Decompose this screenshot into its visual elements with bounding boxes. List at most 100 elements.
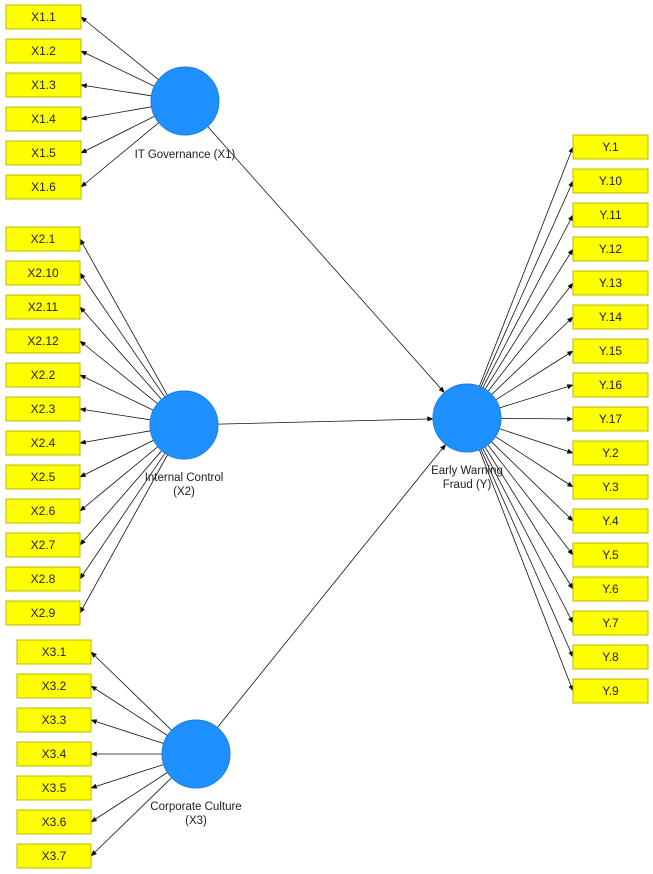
- indicator-X2-3[interactable]: X2.3: [5, 396, 81, 422]
- indicator-Y-9[interactable]: Y.9: [572, 678, 649, 704]
- indicator-box[interactable]: [572, 372, 649, 398]
- indicator-Y-14[interactable]: Y.14: [572, 304, 649, 330]
- loading-arrow: [79, 452, 166, 580]
- loading-arrow: [79, 407, 151, 421]
- latent-circle[interactable]: [150, 66, 220, 136]
- latent-circle[interactable]: [149, 390, 219, 460]
- indicator-box[interactable]: [5, 260, 81, 286]
- indicator-X2-6[interactable]: X2.6: [5, 498, 81, 524]
- indicator-box[interactable]: [5, 566, 81, 592]
- indicator-box[interactable]: [5, 362, 81, 388]
- indicator-Y-7[interactable]: Y.7: [572, 610, 649, 636]
- indicator-Y-2[interactable]: Y.2: [572, 440, 649, 466]
- indicator-box[interactable]: [5, 106, 82, 132]
- indicator-box[interactable]: [5, 38, 82, 64]
- indicator-X2-10[interactable]: X2.10: [5, 260, 81, 286]
- indicator-box[interactable]: [572, 236, 649, 262]
- indicator-box[interactable]: [572, 576, 649, 602]
- indicator-box[interactable]: [5, 464, 81, 490]
- indicator-X2-2[interactable]: X2.2: [5, 362, 81, 388]
- indicator-box[interactable]: [572, 270, 649, 296]
- indicator-box[interactable]: [5, 174, 82, 200]
- indicator-box[interactable]: [5, 532, 81, 558]
- indicator-box[interactable]: [572, 304, 649, 330]
- indicator-box[interactable]: [572, 134, 649, 160]
- indicator-Y-12[interactable]: Y.12: [572, 236, 649, 262]
- indicator-box[interactable]: [5, 328, 81, 354]
- indicator-X2-5[interactable]: X2.5: [5, 464, 81, 490]
- indicator-Y-16[interactable]: Y.16: [572, 372, 649, 398]
- indicator-box[interactable]: [572, 168, 649, 194]
- latent-circle[interactable]: [432, 383, 502, 453]
- indicator-box[interactable]: [16, 639, 92, 665]
- indicator-Y-8[interactable]: Y.8: [572, 644, 649, 670]
- indicator-box[interactable]: [5, 140, 82, 166]
- indicator-X3-4[interactable]: X3.4: [16, 741, 92, 767]
- indicator-Y-1[interactable]: Y.1: [572, 134, 649, 160]
- indicator-X3-3[interactable]: X3.3: [16, 707, 92, 733]
- loading-arrow: [79, 374, 154, 411]
- indicator-box[interactable]: [16, 843, 92, 869]
- indicator-X2-8[interactable]: X2.8: [5, 566, 81, 592]
- latent-variable-x1[interactable]: IT Governance (X1): [135, 66, 236, 161]
- indicator-X2-11[interactable]: X2.11: [5, 294, 81, 320]
- indicator-box[interactable]: [5, 430, 81, 456]
- indicator-Y-3[interactable]: Y.3: [572, 474, 649, 500]
- indicator-X1-5[interactable]: X1.5: [5, 140, 82, 166]
- indicator-label: X3.6: [42, 815, 67, 829]
- indicator-X1-2[interactable]: X1.2: [5, 38, 82, 64]
- indicator-X1-6[interactable]: X1.6: [5, 174, 82, 200]
- indicator-X3-1[interactable]: X3.1: [16, 639, 92, 665]
- indicator-box[interactable]: [572, 678, 649, 704]
- indicator-X3-2[interactable]: X3.2: [16, 673, 92, 699]
- indicator-box[interactable]: [16, 707, 92, 733]
- indicator-box[interactable]: [16, 673, 92, 699]
- latent-variable-x3[interactable]: Corporate Culture(X3): [150, 719, 242, 827]
- indicator-X3-7[interactable]: X3.7: [16, 843, 92, 869]
- indicator-label: X3.1: [42, 645, 67, 659]
- indicator-box[interactable]: [572, 644, 649, 670]
- indicator-X1-4[interactable]: X1.4: [5, 106, 82, 132]
- indicator-X2-1[interactable]: X2.1: [5, 226, 81, 252]
- indicator-X3-5[interactable]: X3.5: [16, 775, 92, 801]
- indicator-box[interactable]: [16, 809, 92, 835]
- indicator-box[interactable]: [16, 741, 92, 767]
- indicator-box[interactable]: [572, 508, 649, 534]
- indicator-Y-10[interactable]: Y.10: [572, 168, 649, 194]
- indicator-Y-4[interactable]: Y.4: [572, 508, 649, 534]
- indicator-box[interactable]: [572, 406, 649, 432]
- indicator-label: Y.17: [599, 412, 622, 426]
- indicator-X2-9[interactable]: X2.9: [5, 600, 81, 626]
- indicator-box[interactable]: [572, 542, 649, 568]
- indicator-box[interactable]: [5, 226, 81, 252]
- indicator-box[interactable]: [572, 202, 649, 228]
- indicator-Y-6[interactable]: Y.6: [572, 576, 649, 602]
- latent-circle[interactable]: [161, 719, 231, 789]
- indicator-box[interactable]: [5, 498, 81, 524]
- indicator-X1-3[interactable]: X1.3: [5, 72, 82, 98]
- indicator-Y-15[interactable]: Y.15: [572, 338, 649, 364]
- indicator-X2-7[interactable]: X2.7: [5, 532, 81, 558]
- indicator-X2-12[interactable]: X2.12: [5, 328, 81, 354]
- indicator-box[interactable]: [572, 610, 649, 636]
- indicator-Y-17[interactable]: Y.17: [572, 406, 649, 432]
- indicator-box[interactable]: [572, 338, 649, 364]
- indicator-Y-11[interactable]: Y.11: [572, 202, 649, 228]
- indicator-X2-4[interactable]: X2.4: [5, 430, 81, 456]
- indicator-X3-6[interactable]: X3.6: [16, 809, 92, 835]
- indicator-box[interactable]: [572, 474, 649, 500]
- indicator-box[interactable]: [5, 600, 81, 626]
- indicator-box[interactable]: [16, 775, 92, 801]
- indicator-box[interactable]: [5, 72, 82, 98]
- indicator-X1-1[interactable]: X1.1: [5, 4, 82, 30]
- indicator-box[interactable]: [572, 440, 649, 466]
- latent-variable-x2[interactable]: Internal Control(X2): [145, 390, 224, 498]
- indicator-Y-13[interactable]: Y.13: [572, 270, 649, 296]
- indicator-box[interactable]: [5, 4, 82, 30]
- indicator-box[interactable]: [5, 396, 81, 422]
- loading-arrow: [79, 454, 168, 614]
- indicator-Y-5[interactable]: Y.5: [572, 542, 649, 568]
- indicator-box[interactable]: [5, 294, 81, 320]
- indicator-label: Y.3: [602, 480, 619, 494]
